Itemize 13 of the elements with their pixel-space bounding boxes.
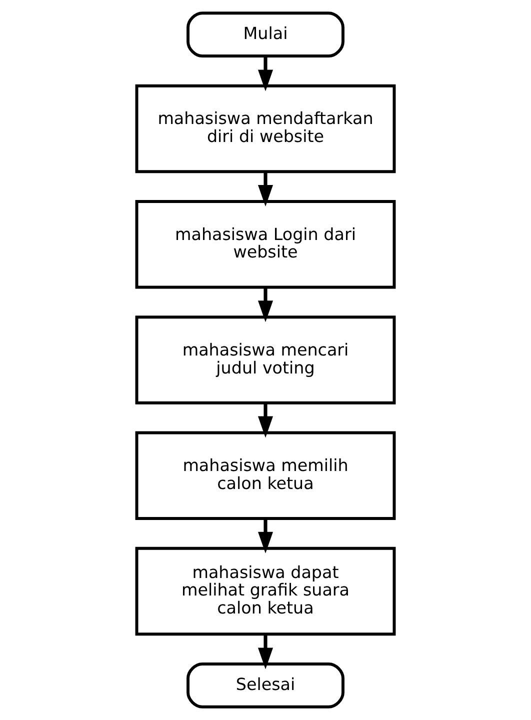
arrow: [258, 56, 274, 92]
node-box: Selesai: [186, 662, 344, 708]
node-box: mahasiswa Login dari website: [135, 200, 396, 289]
node-box: mahasiswa memilih calon ketua: [135, 431, 396, 520]
arrow: [258, 172, 274, 207]
arrow: [258, 518, 274, 554]
arrow: [258, 634, 274, 670]
arrow: [258, 403, 274, 438]
node-box: mahasiswa dapat melihat grafik suara calon ketua: [135, 546, 396, 636]
node-box: mahasiswa mencari judul voting: [135, 316, 396, 404]
node-box: mahasiswa mendaftarkan diri di website: [135, 84, 396, 174]
node-box: Mulai: [186, 12, 344, 58]
arrow: [258, 287, 274, 322]
